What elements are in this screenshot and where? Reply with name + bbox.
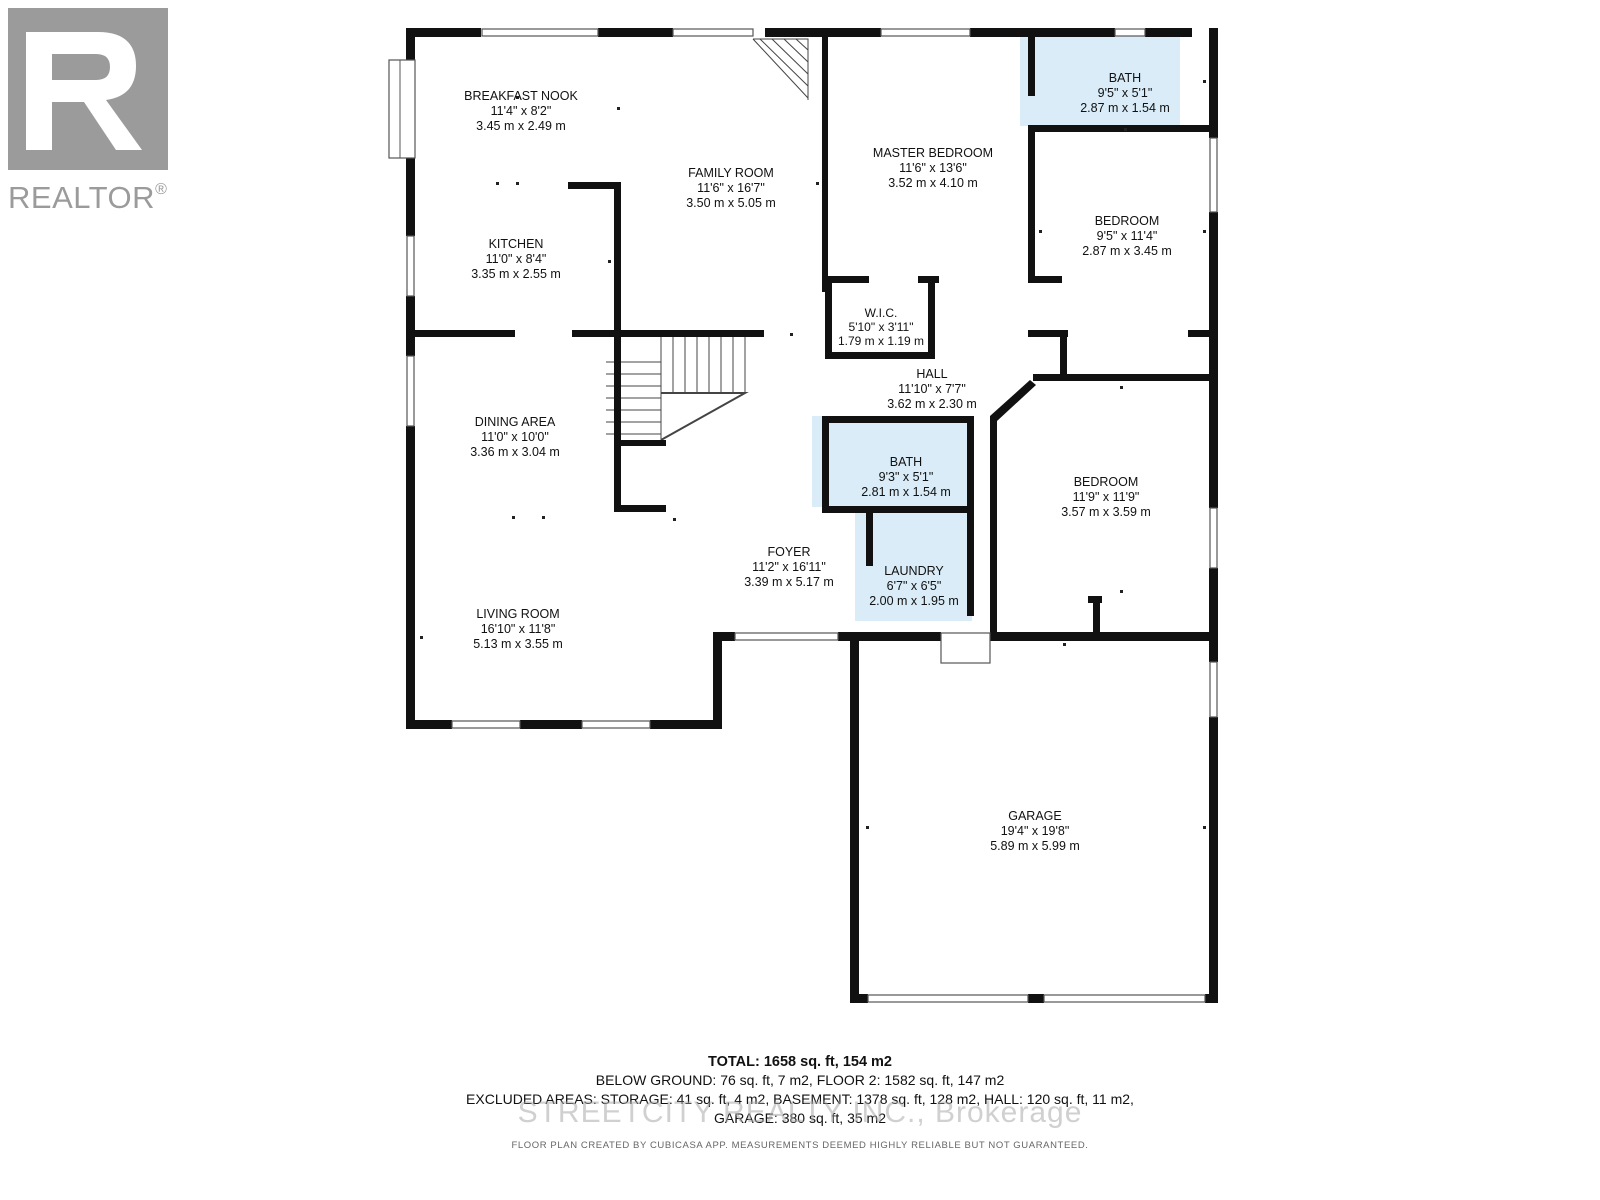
walls <box>406 28 1218 1003</box>
room-name: BREAKFAST NOOK <box>464 89 578 103</box>
laundry-fill <box>855 510 972 621</box>
room-imperial: 11'10" x 7'7" <box>898 382 966 396</box>
room-name: GARAGE <box>1008 809 1062 823</box>
logo-wordmark: REALTOR <box>8 180 156 215</box>
room-imperial: 11'9" x 11'9" <box>1072 490 1140 504</box>
room-label-hall: HALL 11'10" x 7'7" 3.62 m x 2.30 m <box>887 367 977 412</box>
room-metric: 3.50 m x 5.05 m <box>686 196 776 210</box>
bath-upper-fill <box>1020 36 1180 126</box>
room-name: BEDROOM <box>1094 214 1160 228</box>
room-name: LIVING ROOM <box>476 607 560 621</box>
room-imperial: 19'4" x 19'8" <box>1000 824 1070 838</box>
room-name: FOYER <box>767 545 811 559</box>
room-metric: 2.87 m x 3.45 m <box>1082 244 1172 258</box>
realtor-logo: REALTOR® <box>8 8 178 216</box>
room-name: BATH <box>1108 71 1142 85</box>
disclaimer: FLOOR PLAN CREATED BY CUBICASA APP. MEAS… <box>511 1140 1089 1151</box>
windows <box>388 28 1218 1003</box>
room-imperial: 9'5" x 11'4" <box>1096 229 1158 243</box>
room-metric: 5.89 m x 5.99 m <box>990 839 1080 853</box>
realtor-logo-text: REALTOR® <box>8 180 167 216</box>
bath-middle-fill <box>812 416 972 507</box>
room-label-living-room: LIVING ROOM 16'10" x 11'8" 5.13 m x 3.55… <box>473 607 563 652</box>
room-imperial: 11'2" x 16'11" <box>752 560 826 574</box>
room-metric: 5.13 m x 3.55 m <box>473 637 563 651</box>
room-label-family-room: FAMILY ROOM 11'6" x 16'7" 3.50 m x 5.05 … <box>686 166 776 211</box>
room-imperial: 16'10" x 11'8" <box>480 622 556 636</box>
area-breakdown-line-2: EXCLUDED AREAS: STORAGE: 41 sq. ft, 4 m2… <box>466 1091 1134 1107</box>
room-name: HALL <box>916 367 948 381</box>
room-name: DINING AREA <box>474 415 556 429</box>
room-label-master-bedroom: MASTER BEDROOM 11'6" x 13'6" 3.52 m x 4.… <box>873 146 993 191</box>
room-metric: 2.81 m x 1.54 m <box>861 485 951 499</box>
room-name: BEDROOM <box>1073 475 1139 489</box>
room-imperial: 6'7" x 6'5" <box>886 579 942 593</box>
room-metric: 3.45 m x 2.49 m <box>476 119 566 133</box>
room-metric: 3.57 m x 3.59 m <box>1061 505 1151 519</box>
room-metric: 2.00 m x 1.95 m <box>869 594 959 608</box>
room-label-garage: GARAGE 19'4" x 19'8" 5.89 m x 5.99 m <box>990 809 1080 854</box>
brokerage-watermark: STREETCITY REALTY INC., Brokerage <box>517 1096 1083 1129</box>
room-label-breakfast-nook: BREAKFAST NOOK 11'4" x 8'2" 3.45 m x 2.4… <box>464 89 578 134</box>
room-metric: 3.35 m x 2.55 m <box>471 267 561 281</box>
room-imperial: 11'6" x 16'7" <box>697 181 765 195</box>
room-name: FAMILY ROOM <box>688 166 774 180</box>
room-name: W.I.C. <box>864 306 898 320</box>
room-label-wic: W.I.C. 5'10" x 3'11" 1.79 m x 1.19 m <box>838 306 924 348</box>
room-label-kitchen: KITCHEN 11'0" x 8'4" 3.35 m x 2.55 m <box>471 237 561 282</box>
room-imperial: 11'0" x 10'0" <box>481 430 549 444</box>
room-label-bedroom-upper: BEDROOM 9'5" x 11'4" 2.87 m x 3.45 m <box>1082 214 1172 259</box>
room-label-laundry: LAUNDRY 6'7" x 6'5" 2.00 m x 1.95 m <box>869 564 959 609</box>
room-name: KITCHEN <box>488 237 544 251</box>
room-metric: 1.79 m x 1.19 m <box>837 334 925 348</box>
room-label-dining-area: DINING AREA 11'0" x 10'0" 3.36 m x 3.04 … <box>470 415 560 460</box>
room-metric: 3.62 m x 2.30 m <box>887 397 977 411</box>
area-breakdown-line-1: BELOW GROUND: 76 sq. ft, 7 m2, FLOOR 2: … <box>595 1072 1005 1088</box>
total-area: TOTAL: 1658 sq. ft, 154 m2 <box>708 1054 892 1070</box>
room-metric: 3.52 m x 4.10 m <box>888 176 978 190</box>
room-label-bath-upper: BATH 9'5" x 5'1" 2.87 m x 1.54 m <box>1080 71 1170 116</box>
area-breakdown-line-3: GARAGE: 380 sq. ft, 35 m2 <box>714 1110 886 1126</box>
room-label-bath-middle: BATH 9'3" x 5'1" 2.81 m x 1.54 m <box>861 455 951 500</box>
realtor-r-mark-icon <box>8 8 168 170</box>
room-name: MASTER BEDROOM <box>872 146 994 160</box>
room-metric: 2.87 m x 1.54 m <box>1080 101 1170 115</box>
room-metric: 3.36 m x 3.04 m <box>470 445 560 459</box>
room-metric: 3.39 m x 5.17 m <box>744 575 834 589</box>
room-imperial: 11'4" x 8'2" <box>490 104 552 118</box>
room-imperial: 9'5" x 5'1" <box>1097 86 1153 100</box>
dimension-ticks <box>420 80 1206 829</box>
room-name: BATH <box>889 455 923 469</box>
room-imperial: 11'0" x 8'4" <box>485 252 547 266</box>
room-name: LAUNDRY <box>884 564 944 578</box>
staircase <box>606 38 809 441</box>
room-label-bedroom-lower: BEDROOM 11'9" x 11'9" 3.57 m x 3.59 m <box>1061 475 1151 520</box>
room-imperial: 5'10" x 3'11" <box>848 320 914 334</box>
room-label-foyer: FOYER 11'2" x 16'11" 3.39 m x 5.17 m <box>744 545 834 590</box>
room-imperial: 11'6" x 13'6" <box>899 161 967 175</box>
room-imperial: 9'3" x 5'1" <box>878 470 934 484</box>
registered-mark: ® <box>155 181 168 198</box>
